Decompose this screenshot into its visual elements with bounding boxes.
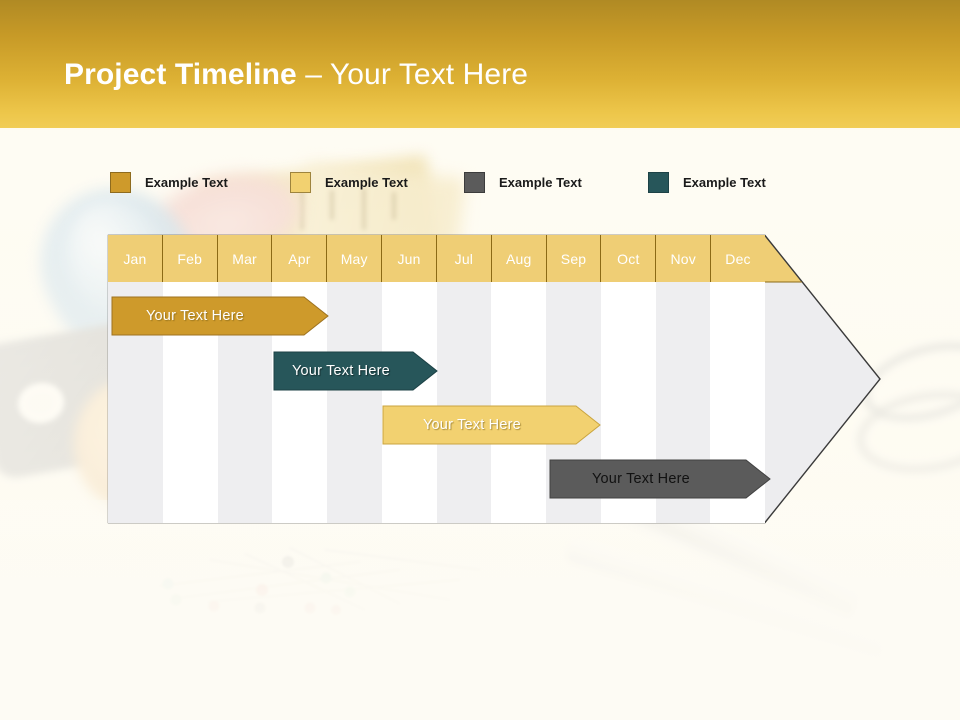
legend-label-3: Example Text [499, 174, 582, 190]
background-bottom-fade [0, 500, 960, 720]
legend-item-1[interactable]: Example Text [110, 170, 228, 194]
month-cell-jul[interactable]: Jul [436, 235, 492, 282]
header-banner: Project Timeline – Your Text Here [0, 0, 960, 128]
legend-item-2[interactable]: Example Text [290, 170, 408, 194]
plot-column-jul [436, 282, 492, 523]
background-tape-mark [392, 192, 396, 220]
legend-label-4: Example Text [683, 174, 766, 190]
timeline-bar-2[interactable]: Your Text Here [273, 351, 438, 391]
month-cell-jun[interactable]: Jun [382, 235, 437, 282]
legend-item-4[interactable]: Example Text [648, 170, 766, 194]
background-scissors-blade [563, 538, 887, 660]
month-cell-sep[interactable]: Sep [546, 235, 602, 282]
legend-swatch-icon-1 [110, 171, 131, 193]
legend-swatch-icon-2 [290, 171, 311, 193]
timeline-bar-1-label: Your Text Here [146, 308, 244, 324]
month-cell-oct[interactable]: Oct [601, 235, 657, 282]
page-title-light: – Your Text Here [296, 58, 529, 91]
legend-swatch-icon-4 [648, 171, 669, 193]
timeline-bar-4[interactable]: Your Text Here [549, 459, 771, 499]
legend-label-1: Example Text [145, 174, 228, 190]
timeline-bar-2-label: Your Text Here [292, 363, 390, 379]
background-sewing-pins [150, 540, 550, 630]
month-cell-nov[interactable]: Nov [656, 235, 712, 282]
month-cell-aug[interactable]: Aug [491, 235, 547, 282]
legend-label-2: Example Text [325, 174, 408, 190]
timeline-bar-3-label: Your Text Here [423, 417, 521, 433]
legend-swatch-icon-3 [464, 171, 485, 193]
month-cell-dec[interactable]: Dec [711, 235, 765, 282]
timeline-bar-3[interactable]: Your Text Here [382, 405, 601, 445]
month-cell-apr[interactable]: Apr [272, 235, 328, 282]
plot-column-aug [491, 282, 546, 523]
legend: Example Text Example Text Example Text E… [0, 170, 960, 196]
month-cell-may[interactable]: May [327, 235, 383, 282]
page-title-strong: Project Timeline [64, 58, 297, 91]
page-title: Project Timeline – Your Text Here [64, 58, 528, 92]
legend-item-3[interactable]: Example Text [464, 170, 582, 194]
timeline-bar-4-label: Your Text Here [592, 471, 690, 487]
background-spool-hole [14, 379, 68, 427]
month-cell-mar[interactable]: Mar [217, 235, 273, 282]
month-cell-jan[interactable]: Jan [108, 235, 163, 282]
plot-column-jun [381, 282, 437, 523]
month-header-row: Jan Feb Mar Apr May Jun Jul Aug Sep Oct … [108, 235, 765, 282]
plot-column-may [327, 282, 382, 523]
timeline-bar-1[interactable]: Your Text Here [111, 296, 329, 336]
month-cell-feb[interactable]: Feb [162, 235, 218, 282]
timeline-chart: Jan Feb Mar Apr May Jun Jul Aug Sep Oct … [107, 234, 881, 524]
